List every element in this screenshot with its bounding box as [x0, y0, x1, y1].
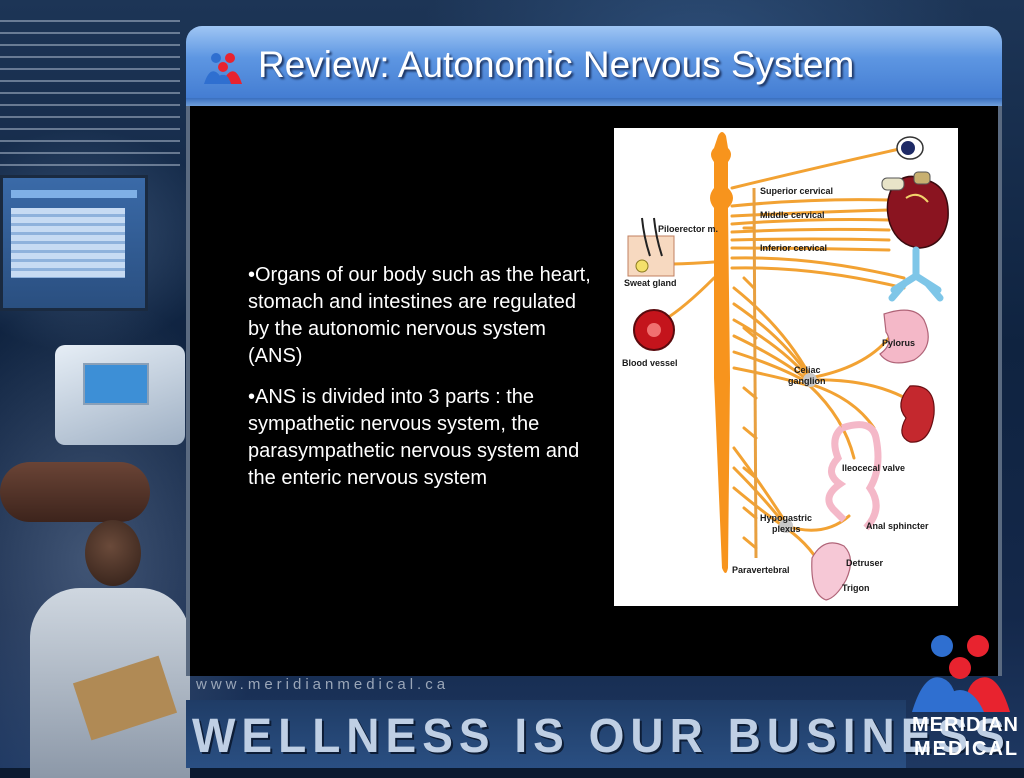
label-ganglion: ganglion: [788, 376, 826, 386]
label-piloerector: Piloerector m.: [658, 224, 718, 234]
title-bar: [186, 26, 1002, 106]
blood-vessel-icon: [633, 309, 675, 351]
meridian-medical-logo-icon: [912, 635, 1010, 712]
label-paravertebral: Paravertebral: [732, 565, 790, 575]
background-hand: [0, 462, 150, 522]
ans-diagram: Superior cervical Middle cervical Inferi…: [614, 128, 958, 606]
background-medical-device: [55, 345, 185, 445]
label-sweat-gland: Sweat gland: [624, 278, 677, 288]
background-document: [0, 20, 180, 170]
spinal-cord: [710, 132, 733, 573]
bullet-item: •ANS is divided into 3 parts : the sympa…: [248, 386, 580, 489]
bladder-icon: [811, 542, 852, 601]
label-detruser: Detruser: [846, 558, 884, 568]
label-plexus: plexus: [772, 524, 801, 534]
label-celiac: Celiac: [794, 365, 821, 375]
label-pylorus: Pylorus: [882, 338, 915, 348]
footer-url: www.meridianmedical.ca: [196, 676, 450, 693]
slide-title: Review: Autonomic Nervous System: [258, 44, 855, 85]
label-middle-cervical: Middle cervical: [760, 210, 825, 220]
label-superior-cervical: Superior cervical: [760, 186, 833, 196]
label-blood-vessel: Blood vessel: [622, 358, 678, 368]
slogan-bar: [186, 700, 906, 768]
eye-icon: [896, 136, 924, 160]
bullet-list: •Organs of our body such as the heart, s…: [248, 262, 593, 506]
brand-name-line2: MEDICAL: [914, 738, 1020, 760]
kidney-icon: [900, 385, 935, 443]
label-hypogastric: Hypogastric: [760, 513, 812, 523]
bullet-item: •Organs of our body such as the heart, s…: [248, 264, 591, 367]
background-monitor: [0, 175, 148, 311]
lungs-icon: [888, 246, 944, 302]
label-trigon: Trigon: [842, 583, 870, 593]
label-anal-sphincter: Anal sphincter: [866, 521, 929, 531]
label-ileocecal-valve: Ileocecal valve: [842, 463, 905, 473]
background-doctor: [30, 520, 190, 778]
brand-name-line1: MERIDIAN: [912, 714, 1019, 736]
heart-icon: [881, 171, 949, 249]
meridian-logo-icon: [204, 53, 242, 84]
label-inferior-cervical: Inferior cervical: [760, 243, 827, 253]
stomach-icon: [879, 309, 929, 364]
intestines-icon: [825, 421, 882, 531]
footer-slogan: WELLNESS IS OUR BUSINESS: [192, 707, 1011, 763]
skin-icon: [627, 217, 675, 277]
